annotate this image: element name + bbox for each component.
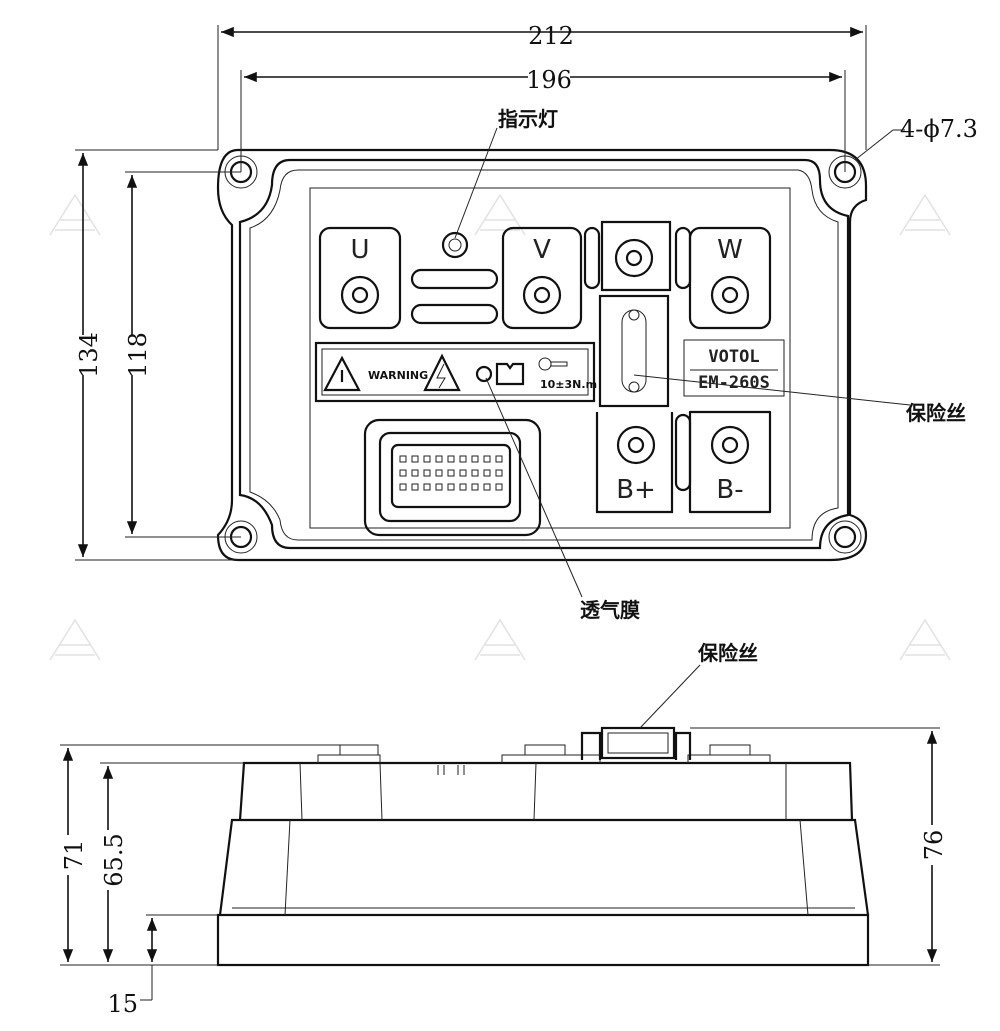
- torque-text: 10±3N.m: [540, 378, 597, 391]
- callout-vent-membrane: 透气膜: [580, 598, 640, 622]
- terminal-b-minus: B-: [688, 410, 772, 514]
- side-view: [216, 726, 870, 967]
- top-callouts: 指示灯 保险丝 透气膜: [454, 107, 966, 622]
- terminal-v-label: V: [533, 235, 551, 265]
- connector-pin: [471, 469, 479, 477]
- connector-pin: [495, 469, 503, 477]
- watermark: [49, 193, 951, 661]
- connector-pin: [447, 469, 455, 477]
- vent-slot: [410, 303, 499, 325]
- top-dimensions: 212 196 4-ϕ7.3 134 118: [70, 22, 978, 561]
- terminal-w-label: W: [717, 235, 743, 265]
- connector-pin: [399, 455, 407, 463]
- connector-pin: [483, 483, 491, 491]
- dim-height-fuse: 76: [920, 830, 948, 861]
- connector-pin: [459, 455, 467, 463]
- connector-pin: [447, 483, 455, 491]
- signal-connector: [363, 418, 542, 537]
- dim-holes: 4-ϕ7.3: [900, 115, 978, 143]
- terminal-u: U: [318, 226, 402, 330]
- connector-pin: [471, 483, 479, 491]
- connector-pin: [423, 455, 431, 463]
- warning-plate: WARNING 10±3N.m: [314, 341, 597, 403]
- callout-fuse-front: 保险丝: [905, 401, 966, 425]
- terminal-b-plus-label: B+: [616, 475, 656, 505]
- dim-height-total: 71: [60, 840, 88, 871]
- mounting-flange: [216, 148, 868, 562]
- high-voltage-icon: [423, 353, 461, 392]
- terminal-w: W: [688, 226, 772, 330]
- vent-slot: [410, 268, 499, 290]
- connector-pin: [495, 455, 503, 463]
- connector-pin: [447, 455, 455, 463]
- warning-text: WARNING: [368, 369, 428, 382]
- callout-fuse-side: 保险丝: [697, 641, 758, 665]
- connector-pin: [495, 483, 503, 491]
- connector-pin: [435, 455, 443, 463]
- connector-pin: [471, 455, 479, 463]
- fuse-side: [580, 731, 602, 760]
- connector-pin: [423, 469, 431, 477]
- side-dimensions: 71 65.5 15 76: [55, 727, 948, 1018]
- callout-indicator: 指示灯: [498, 107, 558, 131]
- connector-pin: [435, 469, 443, 477]
- connector-pin: [411, 455, 419, 463]
- warning-triangle-icon: [323, 355, 361, 392]
- terminal-v: V: [501, 226, 583, 330]
- brand-label: VOTOL EM-260S: [683, 339, 785, 397]
- manual-icon: [495, 362, 525, 386]
- terminal-b-minus-label: B-: [716, 475, 743, 505]
- connector-pin: [411, 483, 419, 491]
- terminal-b-plus: B+: [616, 425, 656, 505]
- connector-pin: [399, 469, 407, 477]
- top-view: U V W: [216, 148, 868, 562]
- brand-name: VOTOL: [708, 347, 759, 367]
- fuse: [598, 294, 670, 408]
- wrench-icon: [538, 357, 552, 371]
- mounting-hole: [828, 520, 862, 554]
- connector-pin: [483, 455, 491, 463]
- connector-pin: [435, 483, 443, 491]
- connector-pin: [399, 483, 407, 491]
- connector-pin: [411, 469, 419, 477]
- dim-overall-height: 134: [75, 332, 103, 378]
- connector-pin: [459, 483, 467, 491]
- indicator-light: [441, 231, 469, 259]
- terminal-u-label: U: [350, 235, 369, 265]
- fuse-block: [595, 220, 674, 514]
- housing-outline: [238, 158, 850, 550]
- dim-base-thickness: 15: [107, 990, 138, 1018]
- connector-pin: [459, 469, 467, 477]
- dim-height-body: 65.5: [100, 833, 128, 886]
- dim-hole-spacing-x: 196: [526, 66, 572, 94]
- dim-overall-width: 212: [528, 22, 574, 50]
- vent-membrane: [475, 365, 493, 383]
- dim-hole-spacing-y: 118: [124, 332, 152, 378]
- connector-pin: [483, 469, 491, 477]
- connector-pin: [423, 483, 431, 491]
- side-base: [216, 913, 870, 967]
